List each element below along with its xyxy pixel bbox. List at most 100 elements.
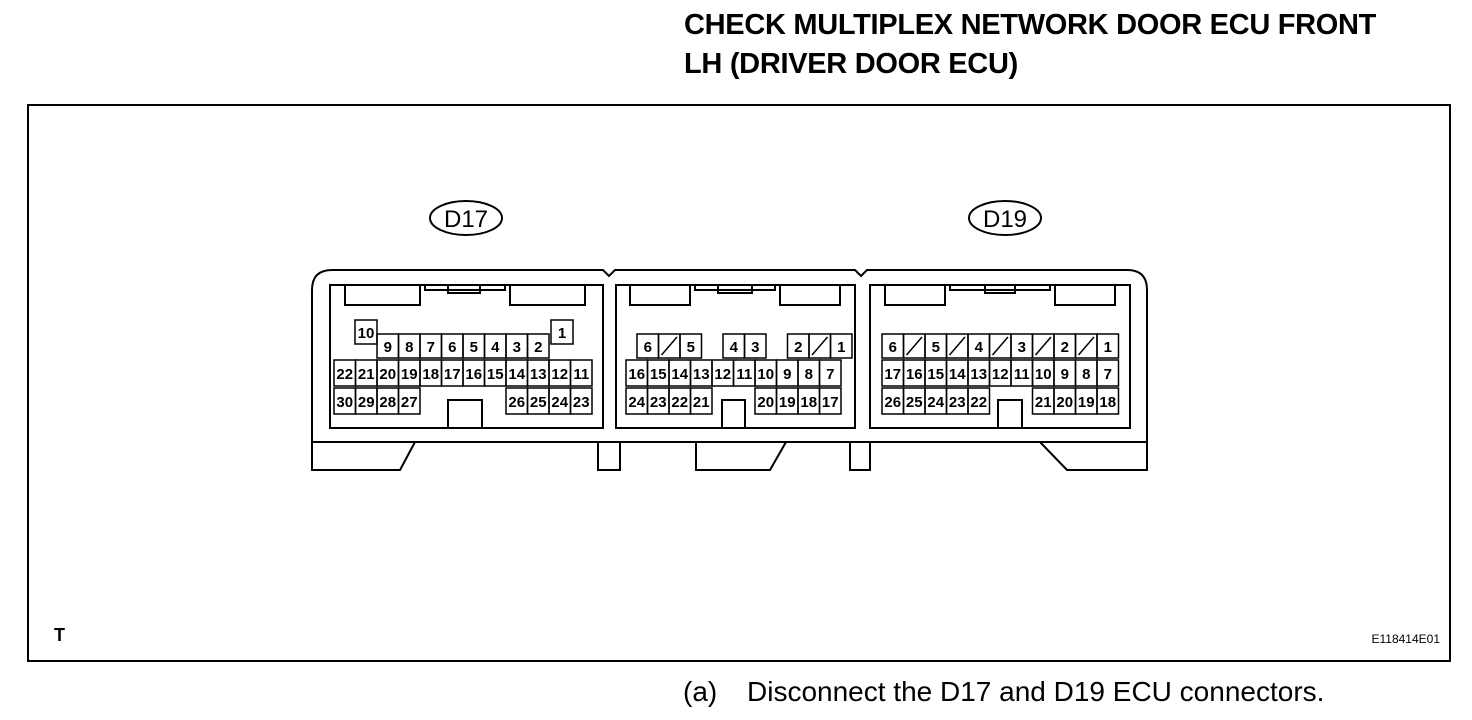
pin-number: 19 xyxy=(401,366,418,383)
pin-number: 23 xyxy=(573,394,590,411)
pin-number: 29 xyxy=(358,394,375,411)
pin-number: 18 xyxy=(800,394,817,411)
pin-cell xyxy=(1096,359,1120,387)
pin-number: 17 xyxy=(444,366,461,383)
title-line-2: LH (DRIVER DOOR ECU) xyxy=(684,48,1018,80)
pin-number: 3 xyxy=(513,339,521,356)
pin-number: 24 xyxy=(551,394,568,411)
pin-number: 13 xyxy=(530,366,547,383)
pin-cell xyxy=(1096,387,1120,415)
label-d19: D19 xyxy=(968,200,1042,236)
pin-unused-slash xyxy=(811,336,829,356)
pin-cell xyxy=(569,387,593,415)
pin-number: 18 xyxy=(422,366,439,383)
pin-number: 12 xyxy=(714,366,731,383)
pin-number: 17 xyxy=(822,394,839,411)
instruction: (a)Disconnect the D17 and D19 ECU connec… xyxy=(683,675,1324,709)
pin-number: 21 xyxy=(693,394,710,411)
pin-number: 3 xyxy=(751,339,759,356)
pin-number: 2 xyxy=(1061,339,1069,356)
pin-number: 20 xyxy=(1056,394,1073,411)
pin-number: 8 xyxy=(1082,366,1090,383)
pin-number: 13 xyxy=(693,366,710,383)
label-d17: D17 xyxy=(429,200,503,236)
pin-number: 13 xyxy=(970,366,987,383)
pin-cell xyxy=(397,387,421,415)
pin-number: 7 xyxy=(1104,366,1112,383)
pin-number: 21 xyxy=(358,366,375,383)
pin-number: 20 xyxy=(379,366,396,383)
pin-unused-slash xyxy=(948,336,966,356)
pin-unused-slash xyxy=(1077,336,1095,356)
pin-number: 24 xyxy=(927,394,944,411)
pin-number: 5 xyxy=(470,339,478,356)
pin-number: 22 xyxy=(671,394,688,411)
pin-number: 14 xyxy=(508,366,525,383)
pin-number: 30 xyxy=(336,394,353,411)
pin-number: 22 xyxy=(970,394,987,411)
pin-number: 12 xyxy=(992,366,1009,383)
pin-number: 5 xyxy=(687,339,695,356)
pin-number: 3 xyxy=(1018,339,1026,356)
pin-cell xyxy=(550,319,574,345)
pin-number: 14 xyxy=(949,366,966,383)
pin-cell xyxy=(967,387,991,415)
pin-cell xyxy=(569,359,593,387)
pin-number: 1 xyxy=(837,339,845,356)
pin-unused-slash xyxy=(660,336,678,356)
pin-number: 18 xyxy=(1099,394,1116,411)
pin-number: 2 xyxy=(534,339,542,356)
pin-number: 23 xyxy=(650,394,667,411)
pin-number: 9 xyxy=(1061,366,1069,383)
pin-number: 6 xyxy=(889,339,897,356)
pin-number: 16 xyxy=(465,366,482,383)
pin-number: 6 xyxy=(448,339,456,356)
pin-cell xyxy=(818,359,842,387)
pin-number: 12 xyxy=(551,366,568,383)
pin-cell xyxy=(679,333,703,359)
pin-number: 14 xyxy=(671,366,688,383)
pin-number: 26 xyxy=(508,394,525,411)
pin-number: 15 xyxy=(650,366,667,383)
pin-number: 22 xyxy=(336,366,353,383)
pin-number: 9 xyxy=(783,366,791,383)
pin-number: 25 xyxy=(530,394,547,411)
pin-number: 19 xyxy=(1078,394,1095,411)
pin-number: 1 xyxy=(1104,339,1112,356)
pin-number: 15 xyxy=(927,366,944,383)
pin-number: 7 xyxy=(826,366,834,383)
pin-number: 4 xyxy=(491,339,500,356)
label-d17-text: D17 xyxy=(444,206,488,233)
pin-number: 10 xyxy=(757,366,774,383)
pin-number: 20 xyxy=(757,394,774,411)
pin-number: 1 xyxy=(558,325,566,342)
pin-number: 7 xyxy=(427,339,435,356)
pin-number: 9 xyxy=(384,339,392,356)
pin-number: 2 xyxy=(794,339,802,356)
figure-id: E118414E01 xyxy=(1371,632,1440,646)
pin-cell xyxy=(829,333,853,359)
pin-number: 10 xyxy=(1035,366,1052,383)
pin-number: 4 xyxy=(975,339,984,356)
pin-number: 5 xyxy=(932,339,940,356)
pin-cell xyxy=(354,319,378,345)
pin-unused-slash xyxy=(1034,336,1052,356)
pin-cell xyxy=(526,333,550,359)
pin-unused-slash xyxy=(905,336,923,356)
pin-unused-slash xyxy=(991,336,1009,356)
pin-number: 10 xyxy=(358,325,375,342)
pin-number: 24 xyxy=(628,394,645,411)
pin-number: 6 xyxy=(644,339,652,356)
label-d19-text: D19 xyxy=(983,206,1027,233)
pin-number: 19 xyxy=(779,394,796,411)
pin-number: 4 xyxy=(730,339,739,356)
page-title: CHECK MULTIPLEX NETWORK DOOR ECU FRONT L… xyxy=(684,6,1376,84)
instruction-text: Disconnect the D17 and D19 ECU connector… xyxy=(747,676,1325,707)
corner-mark: T xyxy=(54,625,65,645)
pin-cell xyxy=(818,387,842,415)
pin-number: 21 xyxy=(1035,394,1052,411)
pin-number: 11 xyxy=(736,366,752,383)
title-line-1: CHECK MULTIPLEX NETWORK DOOR ECU FRONT xyxy=(684,9,1377,41)
